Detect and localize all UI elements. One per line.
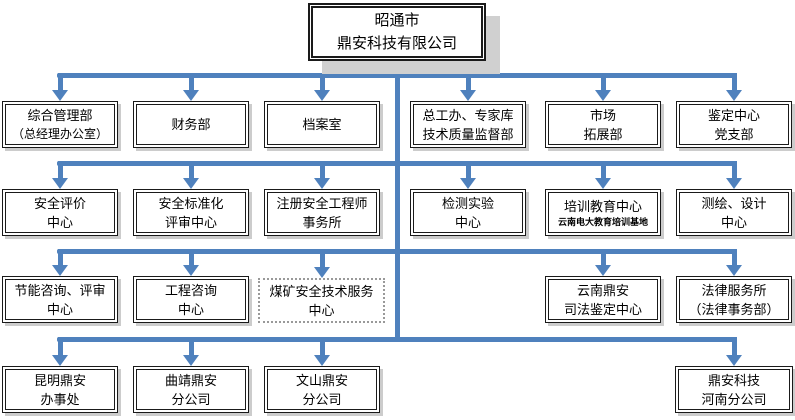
org-node-training-education-center: 培训教育中心 云南电大教育培训基地 — [545, 189, 661, 236]
node-label: 河南分公司 — [701, 391, 767, 407]
org-node-safety-evaluation-center: 安全评价 中心 — [2, 189, 118, 236]
connector-hline-level4 — [57, 337, 737, 342]
org-node-testing-lab-center: 检测实验 中心 — [410, 189, 526, 236]
node-label: 鼎安科技 — [707, 372, 760, 388]
connector-arrow — [314, 337, 330, 366]
node-label: 党支部 — [714, 126, 754, 142]
org-node-coal-mine-safety-service-center: 煤矿安全技术服务 中心 — [258, 278, 385, 323]
org-node-registered-safety-engineer-office: 注册安全工程师 事务所 — [264, 189, 380, 236]
connector-arrow — [314, 73, 330, 101]
connector-arrow — [183, 161, 199, 189]
node-label: 曲靖鼎安 — [164, 372, 217, 388]
connector-arrow — [183, 73, 199, 101]
connector-arrow — [460, 73, 476, 101]
org-node-kunming-office: 昆明鼎安 办事处 — [2, 366, 118, 413]
node-label: 测绘、设计 — [701, 195, 767, 211]
node-label: 市场 — [589, 107, 616, 123]
connector-hline-level3 — [57, 249, 737, 254]
connector-arrow — [52, 337, 68, 366]
node-label: 昭通市 — [374, 12, 420, 29]
node-label: 中心 — [46, 301, 73, 317]
org-node-henan-branch: 鼎安科技 河南分公司 — [675, 366, 793, 413]
org-node-appraisal-center-party-branch: 鉴定中心 党支部 — [676, 101, 792, 148]
node-label: 云南鼎安 — [576, 282, 629, 298]
connector-arrow — [726, 337, 742, 366]
connector-arrow — [595, 249, 611, 276]
connector-arrow — [52, 161, 68, 189]
node-label: 工程咨询 — [164, 282, 217, 298]
org-node-surveying-design-center: 测绘、设计 中心 — [676, 189, 792, 236]
node-label: 档案室 — [302, 117, 342, 132]
connector-arrow — [726, 249, 742, 276]
node-label: 中心 — [177, 301, 204, 317]
node-label: 节能咨询、评审 — [14, 282, 106, 298]
node-label: 事务所 — [302, 214, 342, 230]
connector-trunk — [395, 61, 400, 342]
connector-arrow — [183, 337, 199, 366]
org-node-chief-engineer-quality-dept: 总工办、专家库 技术质量监督部 — [410, 101, 526, 148]
node-label: 拓展部 — [583, 126, 623, 142]
org-node-archives-room: 档案室 — [264, 101, 380, 148]
connector-arrow — [183, 249, 199, 276]
org-node-engineering-consulting-center: 工程咨询 中心 — [133, 276, 249, 323]
connector-hline-level1 — [57, 73, 737, 78]
node-label: 分公司 — [171, 391, 211, 407]
node-label: 安全标准化 — [158, 195, 224, 211]
org-node-market-expansion-dept: 市场 拓展部 — [545, 101, 661, 148]
node-label: 文山鼎安 — [295, 372, 348, 388]
node-label: 评审中心 — [164, 214, 217, 230]
node-label: 安全评价 — [33, 195, 86, 211]
node-label: 办事处 — [40, 391, 80, 407]
node-label: （法律事务部） — [688, 301, 780, 317]
org-node-safety-standardization-review-center: 安全标准化 评审中心 — [133, 189, 249, 236]
org-node-root-company: 昭通市 鼎安科技有限公司 — [308, 3, 486, 61]
org-node-energy-consulting-review-center: 节能咨询、评审 中心 — [2, 276, 118, 323]
node-label: 技术质量监督部 — [422, 126, 514, 142]
node-label: 财务部 — [171, 117, 211, 132]
node-label: 中心 — [46, 214, 73, 230]
node-label: 综合管理部 — [27, 107, 93, 123]
node-label: 总工办、专家库 — [422, 107, 514, 123]
node-label: 注册安全工程师 — [276, 195, 368, 211]
connector-hline-level2 — [57, 161, 737, 166]
node-label: 检测实验 — [441, 195, 494, 211]
connector-arrow — [726, 161, 742, 189]
node-label: 中心 — [454, 214, 481, 230]
connector-arrow — [314, 249, 330, 278]
node-label: 司法鉴定中心 — [563, 301, 642, 317]
connector-arrow — [52, 249, 68, 276]
connector-arrow — [52, 73, 68, 101]
connector-arrow — [595, 73, 611, 101]
node-label: 法律服务所 — [701, 282, 767, 298]
connector-arrow — [595, 161, 611, 189]
node-label: 培训教育中心 — [563, 198, 642, 214]
org-node-legal-service-office: 法律服务所 （法律事务部） — [676, 276, 792, 323]
node-label: 分公司 — [302, 391, 342, 407]
node-label: （总经理办公室） — [11, 126, 108, 141]
org-node-yunnan-dingan-judicial-appraisal-center: 云南鼎安 司法鉴定中心 — [545, 276, 661, 323]
org-node-qujing-branch: 曲靖鼎安 分公司 — [133, 366, 249, 413]
connector-arrow — [460, 161, 476, 189]
node-label: 昆明鼎安 — [33, 372, 86, 388]
node-label: 中心 — [720, 214, 747, 230]
connector-arrow — [726, 73, 742, 101]
org-node-general-management-dept: 综合管理部 （总经理办公室） — [2, 101, 118, 148]
node-label: 鼎安科技有限公司 — [336, 35, 457, 52]
node-label: 煤矿安全技术服务 — [269, 283, 374, 299]
connector-arrow — [314, 161, 330, 189]
org-node-wenshan-branch: 文山鼎安 分公司 — [264, 366, 380, 413]
org-node-finance-dept: 财务部 — [133, 101, 249, 148]
node-sublabel: 云南电大教育培训基地 — [557, 216, 648, 227]
node-label: 中心 — [308, 302, 335, 318]
node-label: 鉴定中心 — [707, 107, 760, 123]
